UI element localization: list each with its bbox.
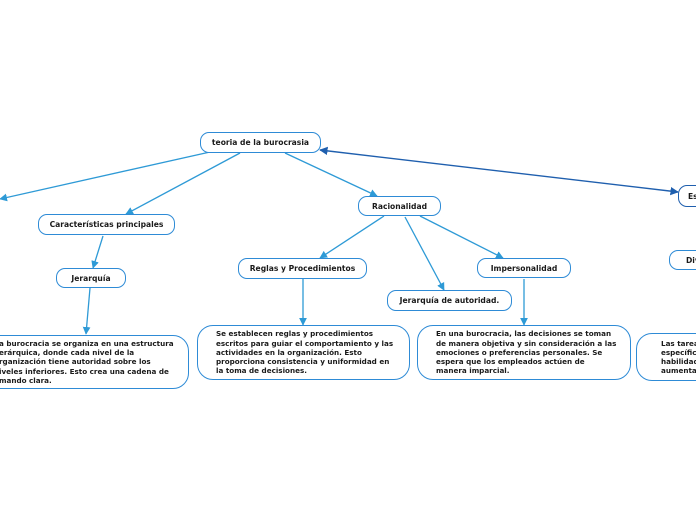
edge-racionalidad-reglas — [319, 215, 385, 259]
edge-racionalidad-impersonalidad — [419, 215, 504, 259]
node-tareas-desc[interactable]: Las tarea específica habilidad aumenta — [636, 333, 696, 381]
node-reglas[interactable]: Reglas y Procedimientos — [238, 258, 367, 279]
node-es-partial[interactable]: Es — [678, 185, 696, 207]
edge-jerarquia-desc — [82, 287, 91, 335]
node-reglas-desc[interactable]: Se establecen reglas y procedimientos es… — [197, 325, 410, 380]
edge-root-racionalidad — [284, 152, 378, 197]
node-racionalidad[interactable]: Racionalidad — [358, 196, 441, 216]
node-jerarquia-autoridad[interactable]: Jerarquía de autoridad. — [387, 290, 512, 311]
node-jerarquia[interactable]: Jerarquía — [56, 268, 126, 288]
node-impersonalidad[interactable]: Impersonalidad — [477, 258, 571, 278]
edge-root-left — [0, 151, 211, 202]
node-caracteristicas[interactable]: Características principales — [38, 214, 175, 235]
node-jerarquia-desc[interactable]: a burocracia se organiza en una estructu… — [0, 335, 189, 389]
node-impersonalidad-desc[interactable]: En una burocracia, las decisiones se tom… — [417, 325, 631, 380]
edge-root-caracteristicas — [125, 152, 241, 215]
node-div-partial[interactable]: Div — [669, 250, 696, 270]
edge-caracteristicas-jerarquia — [91, 235, 104, 269]
node-root[interactable]: teoria de la burocrasia — [200, 132, 321, 153]
edge-root-es — [319, 146, 679, 196]
edge-racionalidad-jerarquia-autoridad — [404, 216, 445, 291]
